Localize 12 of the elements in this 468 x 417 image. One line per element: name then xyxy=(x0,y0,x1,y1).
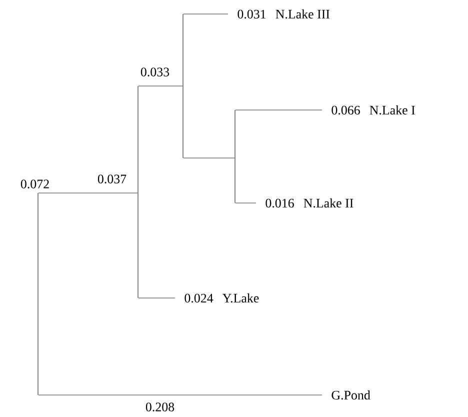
leaf-label: 0.016 N.Lake II xyxy=(266,198,354,208)
tree-branch xyxy=(235,202,256,204)
leaf-label: 0.024 Y.Lake xyxy=(184,293,259,303)
branch-length: 0.037 xyxy=(98,174,126,184)
branch-length: 0.072 xyxy=(20,180,49,188)
branch-length: 0.033 xyxy=(140,68,170,76)
leaf-label: 0.066 N.Lake I xyxy=(332,105,415,115)
branch-length: 0.208 xyxy=(146,402,174,412)
tree-branch xyxy=(38,192,138,194)
leaf-label: 0.031 N.Lake III xyxy=(238,9,330,19)
leaf-label: G.Pond xyxy=(332,390,370,400)
tree-branch xyxy=(38,394,322,396)
